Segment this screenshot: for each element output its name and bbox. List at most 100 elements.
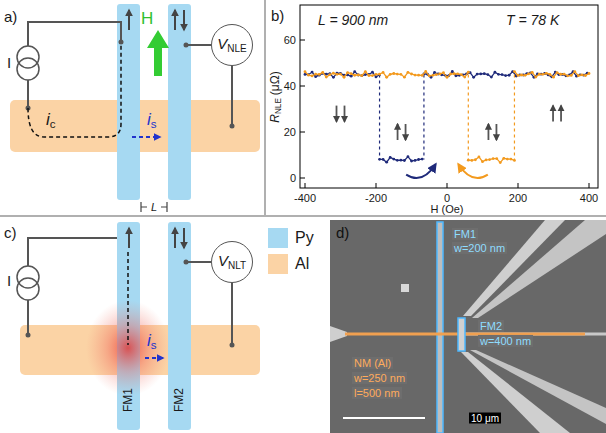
wire-part (184, 43, 189, 48)
tick-label: 60 (284, 34, 296, 46)
data-point (424, 70, 427, 73)
sem-label: FM1 (454, 228, 476, 240)
panel-label-group: c) (4, 225, 17, 242)
magnetization-arrow-part (174, 228, 176, 248)
data-point (584, 74, 587, 77)
data-point (357, 74, 360, 77)
panel-separator-part (264, 0, 266, 216)
plot-frame (300, 5, 598, 188)
data-point (414, 74, 417, 77)
data-point (581, 73, 584, 76)
charge-current-path-part (127, 252, 129, 345)
legend-text: Py (295, 229, 314, 247)
data-point (517, 74, 520, 77)
data-point (456, 72, 459, 75)
spin-current-label-group: is (147, 332, 157, 352)
data-point (364, 70, 367, 73)
data-point (392, 158, 395, 161)
data-point (307, 74, 310, 77)
data-point (378, 73, 381, 76)
data-point (570, 74, 573, 77)
tick-label-group: 60 (284, 34, 296, 46)
voltmeter-circle: VNLT (211, 241, 253, 283)
data-point (414, 159, 417, 162)
data-point (563, 73, 566, 76)
current-label: I (7, 54, 11, 71)
voltmeter-circle: VNLE (211, 24, 253, 66)
sem-label: FM2 (480, 320, 502, 332)
current-source-symbol (17, 266, 39, 300)
legend-swatch (268, 228, 288, 248)
tick-label-group: 40 (284, 80, 296, 92)
data-point (479, 73, 482, 76)
electrode-label-group: FM2 (173, 388, 186, 412)
field-arrow-part (147, 30, 169, 76)
charge-current-path (128, 252, 129, 345)
data-point (495, 157, 498, 160)
data-point (501, 73, 504, 76)
magnetization-arrow-part (183, 228, 185, 248)
current-source-symbol-part (17, 46, 39, 68)
switching-jump (423, 75, 424, 160)
panel-label: a) (4, 8, 17, 25)
axis-title: NLE (275, 98, 284, 114)
current-label-group: I (7, 55, 11, 72)
data-point (504, 74, 507, 77)
distance-label-group: L (151, 201, 157, 213)
sweep-arrow (406, 164, 435, 178)
wire-part (230, 343, 235, 348)
data-point (371, 71, 374, 74)
charge-current-path (28, 44, 121, 137)
data-point (314, 73, 317, 76)
electrode-label: FM1 (121, 388, 135, 412)
spin-current-arrow (132, 137, 160, 138)
wire-part (231, 66, 233, 126)
data-point (474, 158, 477, 161)
wire-part (231, 283, 233, 345)
magnetization-arrow-part (128, 10, 130, 30)
current-source-symbol-part (17, 58, 39, 80)
wire-part (230, 124, 235, 129)
data-point (502, 157, 505, 160)
data-point (382, 71, 385, 74)
data-point (478, 155, 481, 158)
sem-label: w=400 nm (480, 335, 531, 347)
data-point (407, 155, 410, 158)
electrode-label-group: FM1 (122, 388, 135, 412)
data-point (577, 74, 580, 77)
sem-image-part (330, 326, 347, 342)
tick-label-group: 0 (290, 172, 296, 184)
data-point (318, 73, 321, 76)
data-point (350, 72, 353, 75)
tick-label: -400 (294, 192, 316, 204)
sem-label: w=250 nm (354, 372, 405, 384)
voltmeter-label: VNLE (217, 36, 246, 54)
magnetization-arrow-part (128, 228, 130, 248)
field-arrow (147, 30, 169, 76)
magnetization-arrow (552, 106, 554, 122)
magnetization-arrow (129, 228, 184, 248)
tick-label-group: 0 (444, 192, 450, 204)
data-point (566, 74, 569, 77)
data-point (399, 159, 402, 162)
sem-label: NM (Al) (354, 357, 391, 369)
data-point (375, 73, 378, 76)
wire-part (26, 333, 31, 338)
data-point (506, 158, 509, 161)
data-point (396, 73, 399, 76)
field-label-group: H (141, 10, 153, 29)
data-point (382, 158, 385, 161)
panel-label-group: d) (336, 225, 349, 242)
data-point (392, 72, 395, 75)
data-point (375, 76, 378, 79)
py-electrode (117, 4, 191, 200)
sem-label: l=500 nm (354, 387, 400, 399)
data-point (396, 159, 399, 162)
data-point (431, 74, 434, 77)
data-point (332, 72, 335, 75)
sem-image-part (470, 350, 606, 424)
data-point (353, 74, 356, 77)
data-point (524, 74, 527, 77)
wire-part (184, 260, 189, 265)
